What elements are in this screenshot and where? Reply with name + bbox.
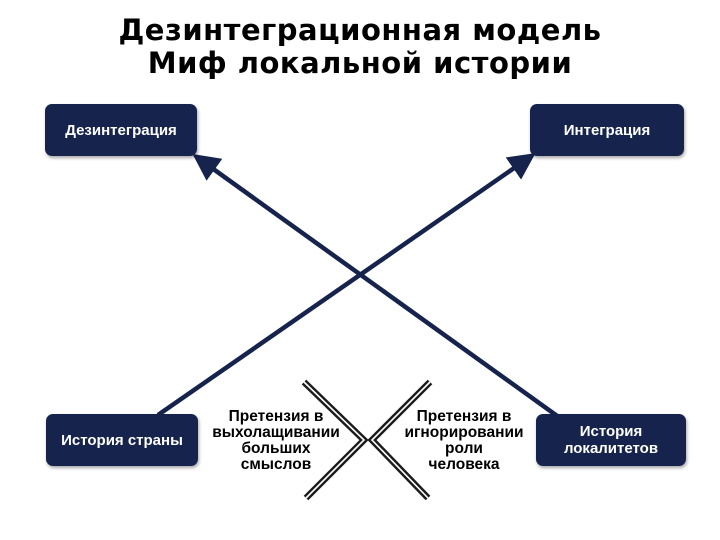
claim-right-line-3: роли — [445, 440, 483, 457]
claim-left: Претензия в выхолащивании больших смысло… — [196, 409, 356, 473]
claim-right-line-2: игнорировании — [404, 424, 524, 441]
arrow-country-to-integration — [156, 153, 536, 417]
node-localities-line-1: История — [579, 423, 643, 440]
claim-left-line-4: смыслов — [240, 456, 312, 473]
arrow-localities-to-disintegration — [192, 154, 562, 420]
node-localities-line-2: локалитетов — [563, 440, 659, 457]
left-cross-mark — [301, 379, 369, 501]
claim-right: Претензия в игнорировании роли человека — [384, 409, 544, 473]
claim-left-line-3: больших — [241, 440, 311, 457]
node-disintegration-label: Дезинтеграция — [65, 121, 177, 139]
node-disintegration: Дезинтеграция — [45, 104, 197, 156]
title-line-1: Дезинтеграционная модель — [118, 13, 602, 47]
claim-left-line-1: Претензия в — [228, 408, 324, 425]
node-integration-label: Интеграция — [563, 121, 651, 139]
title-line-2: Миф локальной истории — [147, 46, 573, 80]
node-country-history-label: История страны — [61, 431, 183, 449]
right-cross-mark — [367, 379, 433, 501]
node-localities-history: История локалитетов — [536, 414, 686, 466]
diagram-title: Дезинтеграционная модель Миф локальной и… — [0, 14, 720, 80]
node-integration: Интеграция — [530, 104, 684, 156]
node-country-history: История страны — [46, 414, 198, 466]
claim-left-line-2: выхолащивании — [212, 424, 340, 441]
claim-right-line-4: человека — [428, 456, 500, 473]
claim-right-line-1: Претензия в — [416, 408, 512, 425]
